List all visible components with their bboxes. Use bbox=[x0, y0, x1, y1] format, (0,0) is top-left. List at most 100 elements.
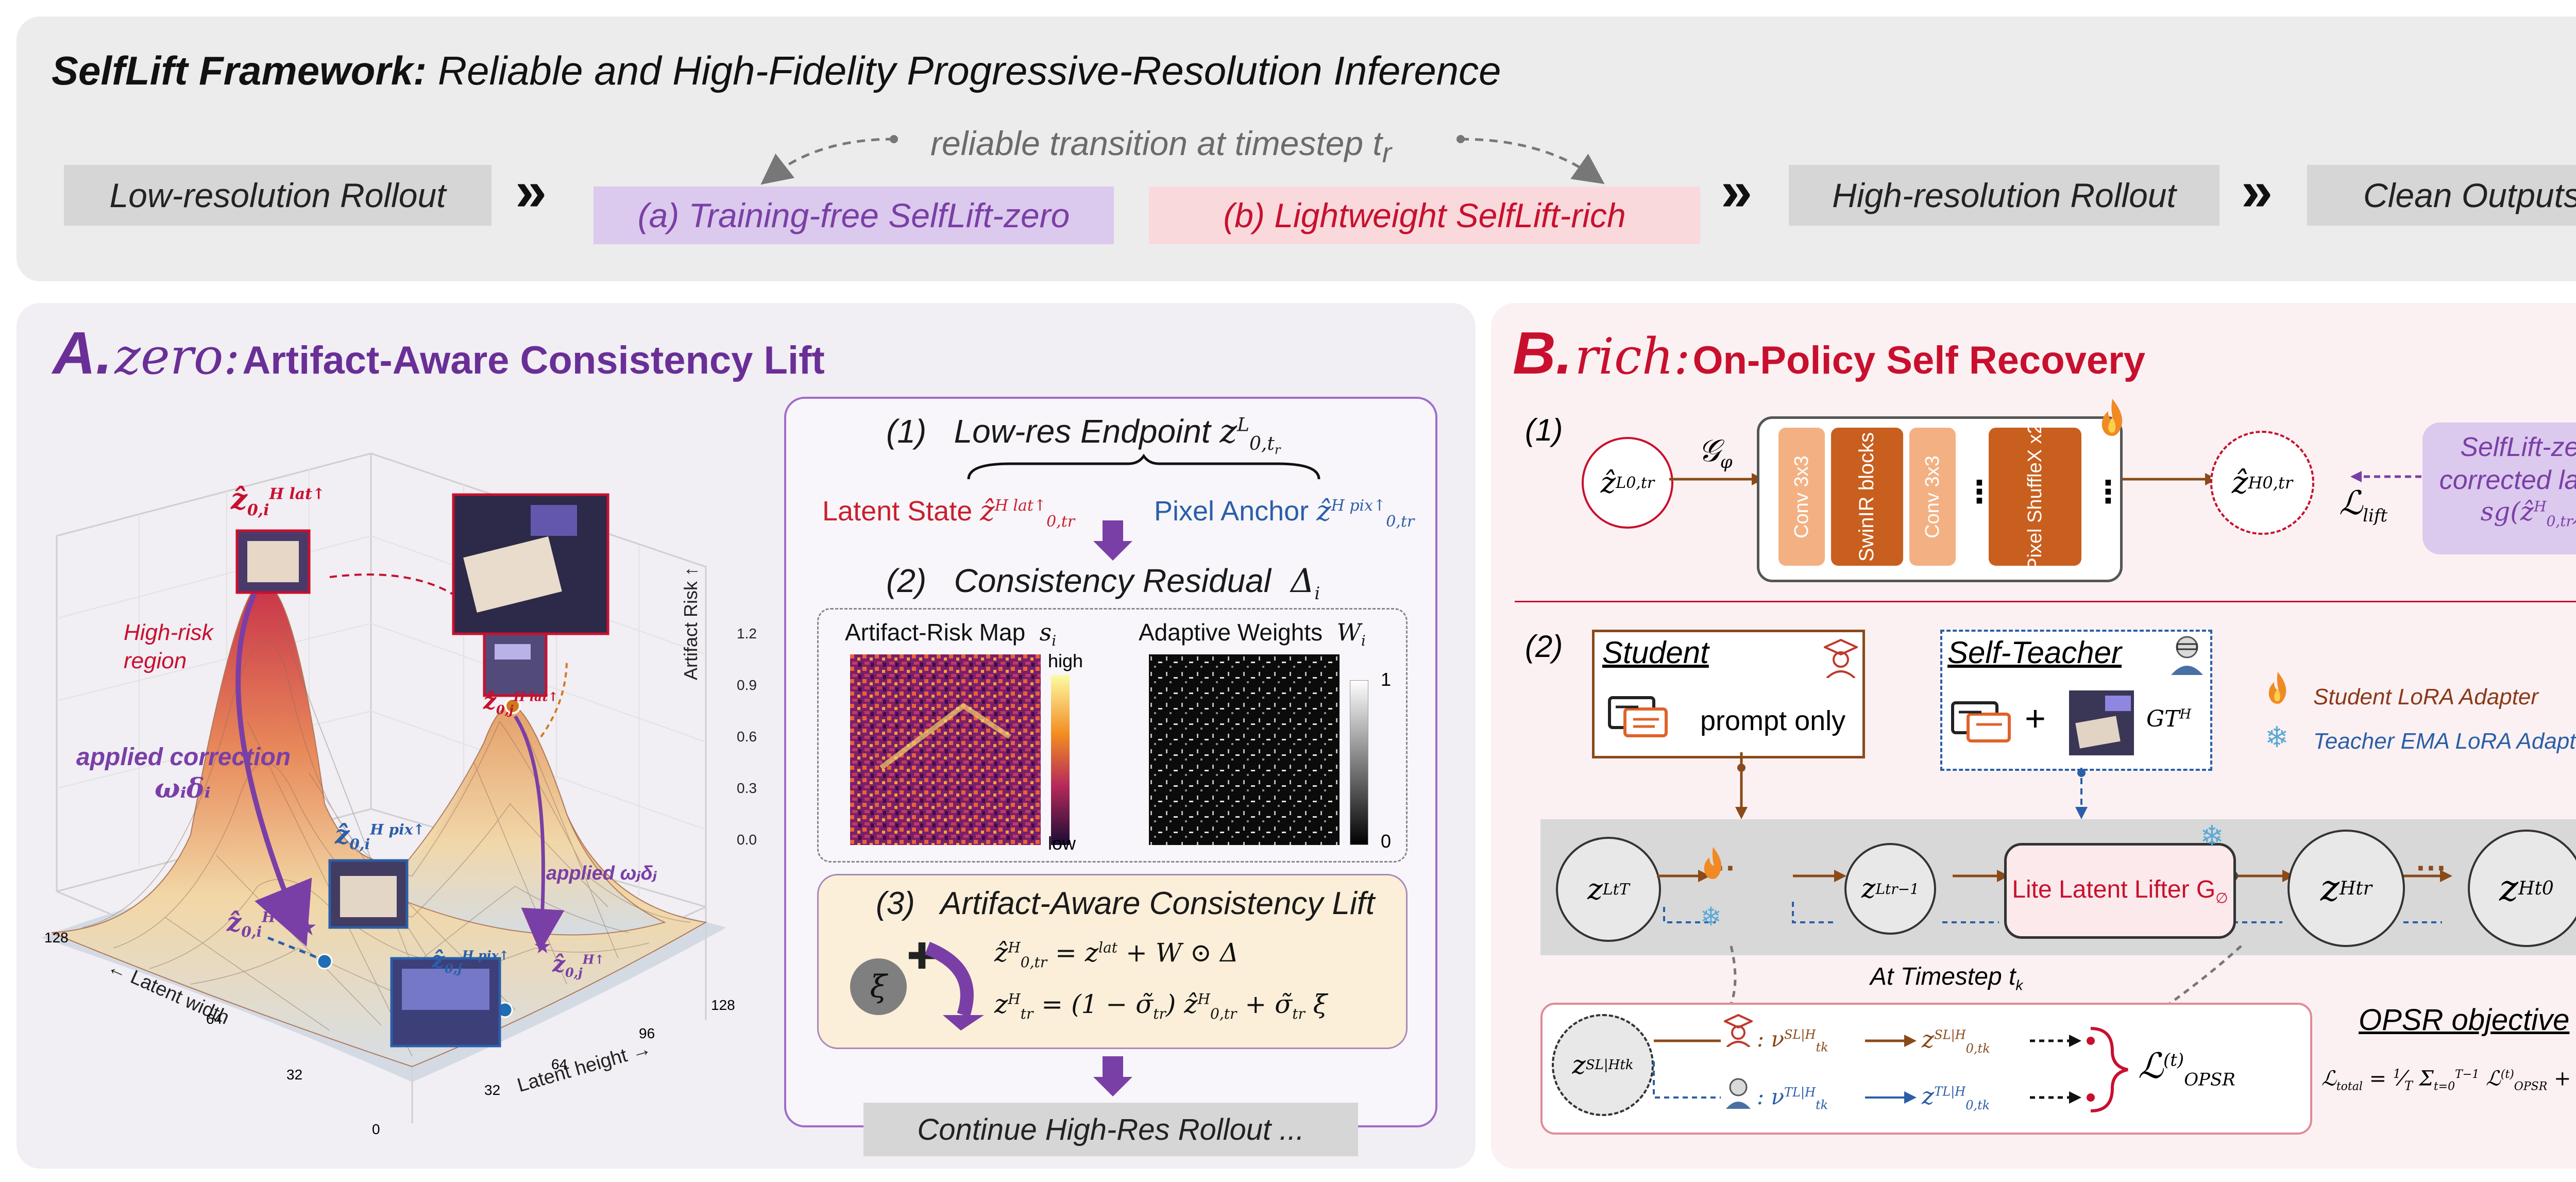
z-tick: 0.6 bbox=[737, 729, 757, 745]
lift-arrow bbox=[2350, 471, 2421, 482]
equation-1: ẑH0,tr = zlat + W ⊙ Δ bbox=[994, 938, 1239, 971]
maps-box bbox=[817, 608, 1408, 863]
at-timestep-label: At Timestep tk bbox=[1870, 963, 2023, 993]
step3-box bbox=[817, 874, 1408, 1049]
gt-image-thumbnail bbox=[2069, 690, 2134, 755]
z-axis-label: Artifact Risk ↑ bbox=[680, 566, 701, 680]
objective-title: OPSR objective bbox=[2359, 1003, 2570, 1037]
transition-arrow-right bbox=[1460, 138, 1605, 184]
teacher-plus: + bbox=[2025, 698, 2046, 738]
x-tick-32: 32 bbox=[484, 1082, 501, 1098]
snowflake-legend-icon: ❄ bbox=[2265, 721, 2289, 753]
student-avatar-icon bbox=[1824, 639, 1858, 678]
step3-text: Artifact-Aware Consistency Lift bbox=[940, 886, 1375, 921]
framework-title-rest: Reliable and High-Fidelity Progressive-R… bbox=[437, 48, 1501, 93]
g-phi-label: 𝒢φ bbox=[1698, 433, 1733, 472]
panel-b-heading: On-Policy Self Recovery bbox=[1692, 339, 2146, 382]
thumbnail-lat-i bbox=[235, 529, 311, 594]
z-pix-i-label: ẑ0,iH pix↑ bbox=[335, 819, 425, 853]
at-timestep-text: At Timestep t bbox=[1870, 963, 2016, 990]
opsr-num: (2) bbox=[1525, 629, 1563, 664]
curve-arrow-icon bbox=[924, 941, 984, 1031]
z-pix-j-label: ẑ0,jH pix↑ bbox=[432, 947, 510, 976]
step1-num: (1) bbox=[886, 413, 927, 450]
chat-icon-teacher bbox=[1951, 701, 2011, 742]
omega-delta-i-label: ωᵢδᵢ bbox=[155, 773, 211, 804]
z-h-j-label: ẑ0,jH↑ bbox=[552, 951, 605, 980]
risk-colorbar bbox=[1051, 675, 1070, 845]
conv1-label: Conv 3x3 bbox=[1790, 455, 1812, 538]
step3-title: (3) Artifact-Aware Consistency Lift bbox=[876, 885, 1375, 922]
weights-zero-label: 0 bbox=[1381, 831, 1392, 852]
student-lora-label: Student LoRA Adapter bbox=[2313, 684, 2539, 710]
lite-lifter-text: Lite Latent Lifter G bbox=[2012, 875, 2216, 903]
panel-a-title: A. zero: Artifact-Aware Consistency Lift bbox=[53, 318, 825, 387]
down-arrow-2-icon bbox=[1093, 1056, 1132, 1096]
z-h-i-label: ẑ0,iH↑ bbox=[227, 907, 288, 940]
step2-num: (2) bbox=[886, 562, 927, 599]
v-teacher-label: : νTL|Htk bbox=[1757, 1084, 1828, 1112]
latent-state-text: Latent State bbox=[822, 496, 973, 527]
panel-b-title: B. rich: On-Policy Self Recovery bbox=[1513, 318, 2145, 387]
conv2-label: Conv 3x3 bbox=[1921, 455, 1943, 538]
lifter-dots-2: ⋮ bbox=[2093, 475, 2124, 509]
risk-surface-plot: ★ ★ bbox=[41, 452, 726, 1123]
panel-b-letter: B. bbox=[1513, 319, 1572, 386]
l-lift-label: ℒlift bbox=[2339, 484, 2388, 526]
z-lat-j-label: ẑ0,jH lat↑ bbox=[483, 688, 558, 717]
clean-outputs-box: Clean Outputs bbox=[2307, 165, 2576, 226]
gt-text: GT bbox=[2146, 706, 2180, 732]
teacher-lora-label: Teacher EMA LoRA Adapter bbox=[2313, 729, 2576, 754]
framework-title: SelfLift Framework: Reliable and High-Fi… bbox=[52, 47, 1501, 94]
z0-teacher-label: zTL|H0,tk bbox=[1922, 1082, 1990, 1113]
chevron-1-icon: » bbox=[515, 159, 547, 223]
thumbnail-pix-i bbox=[328, 859, 409, 929]
y-tick-128: 128 bbox=[44, 930, 69, 945]
applied-j-label: applied ωⱼδⱼ bbox=[546, 863, 657, 884]
v-student-label: : νSL|Htk bbox=[1757, 1026, 1828, 1055]
panel-a-letter: A. bbox=[53, 319, 112, 386]
flame-icon bbox=[2102, 399, 2123, 436]
zero-note-text: SelfLift-zero corrected latent bbox=[2439, 432, 2576, 495]
adaptive-weights-label: Adaptive Weights Wi bbox=[1139, 618, 1366, 650]
chevron-3-icon: » bbox=[2241, 159, 2273, 223]
z-tick: 0.0 bbox=[737, 832, 757, 848]
risk-map-text: Artifact-Risk Map bbox=[845, 619, 1026, 646]
noise-xi-circle: ξ bbox=[850, 958, 907, 1015]
opsr-loss-box bbox=[1540, 1003, 2312, 1135]
transition-sub: r bbox=[1382, 137, 1392, 169]
svg-text:★: ★ bbox=[296, 913, 317, 941]
selflift-zero-box: (a) Training-free SelfLift-zero bbox=[594, 187, 1114, 244]
z-tick: 1.2 bbox=[737, 626, 757, 641]
loss-branch-lines bbox=[1653, 1027, 2128, 1112]
framework-title-bold: SelfLift Framework: bbox=[52, 48, 427, 93]
chat-icon-student bbox=[1608, 696, 1668, 737]
pixelshuffle-block: Pixel ShuffleX x2 bbox=[1989, 423, 2081, 570]
step1-brace bbox=[967, 453, 1320, 480]
y-tick-32: 32 bbox=[286, 1067, 303, 1083]
thumbnail-pix-j bbox=[390, 957, 501, 1048]
pixel-anchor-text: Pixel Anchor bbox=[1154, 496, 1309, 527]
panel-b-script: rich: bbox=[1574, 328, 1690, 385]
chevron-2-icon: » bbox=[1721, 159, 1753, 223]
gt-label: GTH bbox=[2146, 706, 2192, 732]
low-res-rollout-box: Low-resolution Rollout bbox=[64, 165, 492, 226]
risk-high-label: high bbox=[1048, 650, 1083, 671]
z-tick: 0.3 bbox=[737, 780, 757, 796]
adaptive-weights-map bbox=[1149, 654, 1340, 845]
student-title: Student bbox=[1602, 635, 1709, 670]
conv1-block: Conv 3x3 bbox=[1778, 428, 1825, 566]
latent-state-label: Latent State ẑH lat↑0,tr bbox=[822, 495, 1075, 531]
selflift-rich-box: (b) Lightweight SelfLift-rich bbox=[1149, 187, 1700, 244]
weights-colorbar bbox=[1350, 680, 1368, 845]
transition-label: reliable transition at timestep tr bbox=[930, 124, 1392, 169]
opsr-connectors bbox=[1735, 752, 2088, 819]
x-tick-96: 96 bbox=[639, 1025, 655, 1041]
transition-arrow-left bbox=[760, 138, 894, 185]
y-tick-0: 0 bbox=[372, 1121, 380, 1137]
equation-2: zHtr = (1 − σ̃tr) ẑH0,tr + σ̃tr ξ bbox=[994, 989, 1328, 1022]
